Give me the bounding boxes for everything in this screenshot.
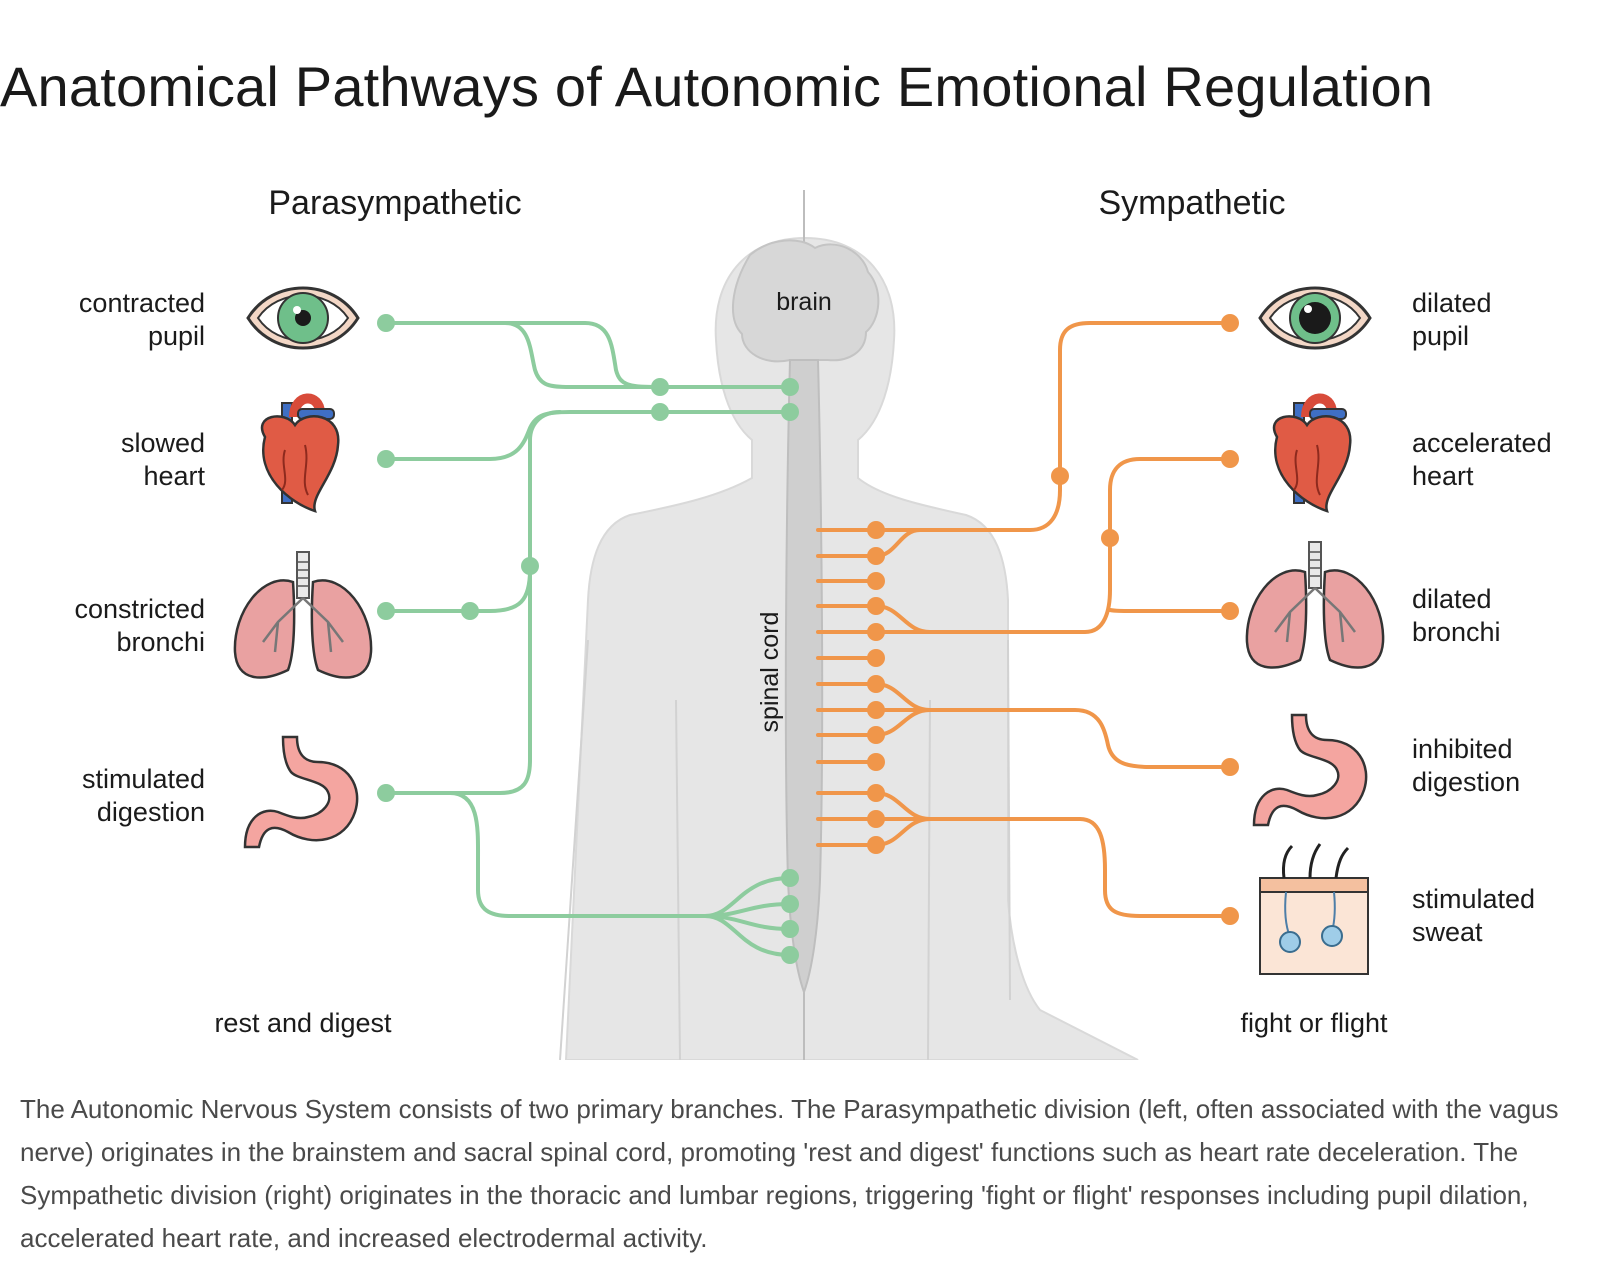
spinal-cord-label: spinal cord: [756, 612, 784, 733]
sympathetic-heading: Sympathetic: [1098, 184, 1285, 222]
left-label-1-line1: contracted: [79, 288, 205, 318]
right-label-3-line2: bronchi: [1412, 617, 1501, 647]
left-label-3-line2: bronchi: [116, 627, 205, 657]
left-label-1-line2: pupil: [148, 321, 205, 351]
slowed-heart-icon: [262, 398, 338, 511]
dilated-pupil-eye-icon: [1258, 286, 1372, 350]
right-label-5-line1: stimulated: [1412, 884, 1535, 914]
accelerated-heart-icon: [1274, 398, 1350, 511]
sympathetic-chain: [816, 528, 878, 847]
right-label-3-line1: dilated: [1412, 584, 1492, 614]
left-label-4-line2: digestion: [97, 797, 205, 827]
body-silhouette: [559, 236, 1139, 1060]
right-organ-labels: dilated pupil accelerated heart dilated …: [1412, 288, 1552, 947]
right-label-4-line2: digestion: [1412, 767, 1520, 797]
stimulated-sweat-skin-icon: [1258, 842, 1370, 976]
contracted-pupil-eye-icon: [246, 286, 360, 350]
right-label-1-line1: dilated: [1412, 288, 1492, 318]
right-label-4-line1: inhibited: [1412, 734, 1513, 764]
brain-shape: [732, 239, 880, 363]
spinal-cord-shape: [784, 359, 824, 995]
dilated-bronchi-lungs-icon: [1245, 540, 1385, 669]
brain-label: brain: [776, 288, 832, 316]
caption-text: The Autonomic Nervous System consists of…: [20, 1094, 1559, 1253]
right-label-2-line1: accelerated: [1412, 428, 1552, 458]
left-label-2-line1: slowed: [121, 428, 205, 458]
fight-or-flight-label: fight or flight: [1240, 1008, 1388, 1038]
page-title: Anatomical Pathways of Autonomic Emotion…: [0, 55, 1434, 118]
parasympathetic-heading: Parasympathetic: [268, 184, 521, 222]
right-label-1-line2: pupil: [1412, 321, 1469, 351]
right-label-2-line2: heart: [1412, 461, 1474, 491]
sympathetic-pathways: [874, 321, 1232, 918]
left-label-2-line2: heart: [143, 461, 205, 491]
right-label-5-line2: sweat: [1412, 917, 1483, 947]
parasympathetic-nodes: [377, 314, 799, 964]
left-label-3-line1: constricted: [74, 594, 205, 624]
stimulated-digestion-stomach-icon: [243, 735, 359, 849]
constricted-bronchi-lungs-icon: [233, 550, 373, 679]
inhibited-digestion-stomach-icon: [1252, 713, 1368, 827]
rest-and-digest-label: rest and digest: [214, 1008, 392, 1038]
left-label-4-line1: stimulated: [82, 764, 205, 794]
left-organ-labels: contracted pupil slowed heart constricte…: [74, 288, 205, 827]
autonomic-diagram: brain spinal cord Parasympathetic Sympat…: [74, 184, 1552, 1060]
sympathetic-nodes: [867, 314, 1239, 925]
